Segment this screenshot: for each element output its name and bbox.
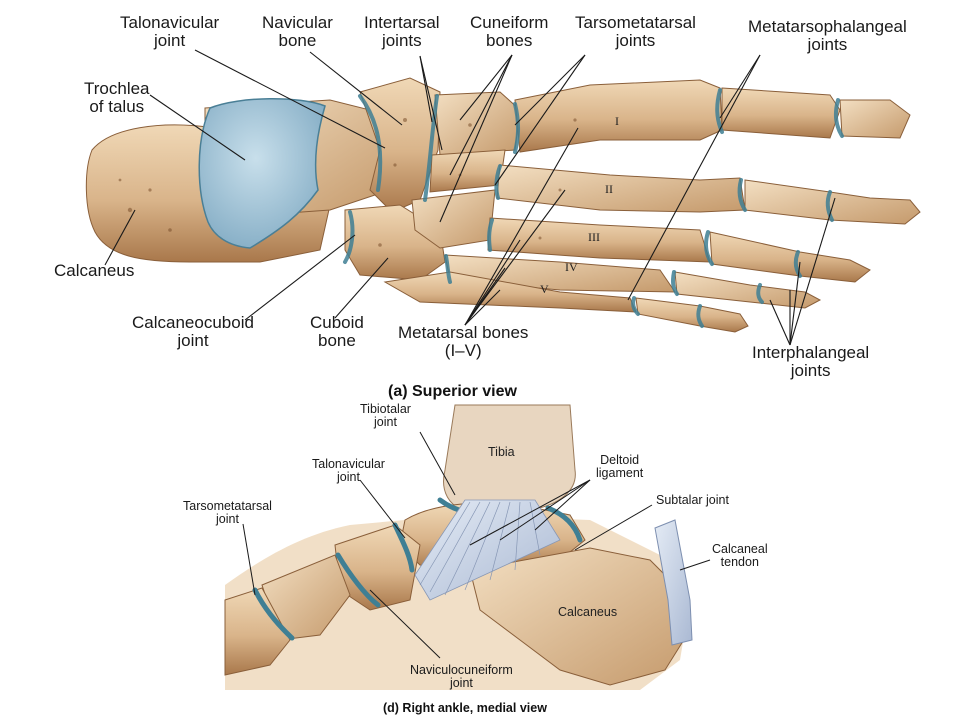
hallux-proximal-phalanx <box>721 87 841 139</box>
medial-cuneiform <box>434 91 521 156</box>
label-text: Metatarsal bones <box>398 323 529 342</box>
label-text: Cuneiform <box>470 13 549 32</box>
calcaneal-tendon <box>654 519 693 646</box>
label-text: joints <box>807 34 848 54</box>
superior-leader-lines <box>104 49 836 346</box>
metatarsal-numeral-1: I <box>615 114 619 128</box>
lateral-cuneiform <box>411 189 496 249</box>
label-text: joints <box>381 30 422 50</box>
label-text: joint <box>154 30 186 50</box>
caption-superior-view: (a) Superior view <box>388 383 517 400</box>
label-text: Deltoid <box>600 453 640 467</box>
label-text: Cuboid <box>310 313 364 332</box>
label-text: Tarsometatarsal <box>183 499 272 513</box>
label-text: ligament <box>596 466 644 481</box>
label-text: (I–V) <box>444 340 482 360</box>
medial-calcaneus-bone <box>469 547 691 686</box>
label-text: joints <box>615 30 656 50</box>
label-text: Calcaneocuboid <box>132 313 254 332</box>
label-text: joint <box>216 512 239 527</box>
label-calcaneus: Calcaneus <box>54 261 135 280</box>
hallux-distal-phalanx <box>839 99 911 139</box>
label-text: joint <box>337 470 360 485</box>
label-text: of talus <box>89 96 145 116</box>
label-text: Metatarsophalangeal <box>748 17 907 36</box>
label-metatarsal-bones: Metatarsal bones(I–V) <box>398 324 528 360</box>
joint-cartilage-lines <box>343 88 844 328</box>
medial-leader-lines <box>242 431 711 659</box>
label-text: Talonavicular <box>120 13 220 32</box>
label-text: Interphalangeal <box>752 343 870 362</box>
toe-5-phalanges <box>635 297 749 333</box>
label-text: Intertarsal <box>364 13 440 32</box>
toe-3-phalanges <box>709 231 871 283</box>
label-text: joint <box>449 676 473 691</box>
label-text: tendon <box>720 555 759 570</box>
intermediate-cuneiform <box>429 149 506 193</box>
label-text: Talonavicular <box>312 457 385 471</box>
label-text: bones <box>486 30 533 50</box>
label-text: Tibiotalar <box>360 402 411 416</box>
toe-2-phalanges <box>744 179 921 225</box>
label-text: Tarsometatarsal <box>575 13 696 32</box>
deltoid-ligament-fibers <box>414 499 561 601</box>
trochlea-cartilage <box>198 97 326 249</box>
label-text: joints <box>790 360 831 380</box>
label-medial-calcaneus: Calcaneus <box>558 605 618 619</box>
label-text: joint <box>374 415 397 430</box>
superior-view-foot <box>85 77 921 333</box>
caption-medial-view: (d) Right ankle, medial view <box>383 701 547 715</box>
metatarsal-numeral-2: II <box>605 182 613 196</box>
label-text: Navicular <box>262 13 333 32</box>
label-text: bone <box>278 30 317 50</box>
label-text: Calcaneal <box>712 542 768 556</box>
label-subtalar-joint: Subtalar joint <box>656 493 729 507</box>
metatarsal-numeral-5: V <box>540 282 549 296</box>
medial-view-ankle <box>224 404 693 690</box>
label-tibia: Tibia <box>488 445 515 459</box>
label-text: bone <box>318 330 356 350</box>
metatarsal-numeral-4: IV <box>565 260 578 274</box>
label-text: joint <box>177 330 209 350</box>
metatarsal-numeral-3: III <box>588 230 600 244</box>
label-text: Naviculocuneiform <box>410 663 513 677</box>
label-text: Trochlea <box>84 79 150 98</box>
